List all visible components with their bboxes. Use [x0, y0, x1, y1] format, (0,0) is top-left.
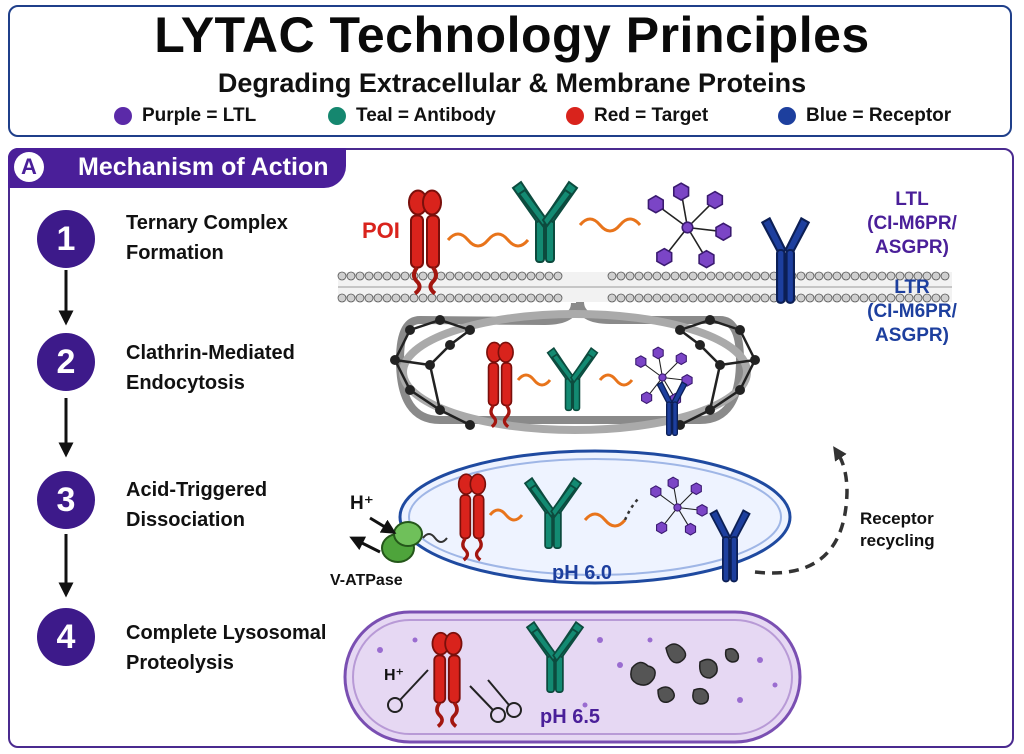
- lysosome-particles: [377, 637, 778, 708]
- panel-letter-badge: A: [14, 152, 44, 182]
- ltl-ligand-icon: [647, 182, 732, 269]
- step-1-label: Ternary Complex Formation: [126, 208, 346, 268]
- teal-dot-icon: [328, 107, 346, 125]
- legend-item-target: Red = Target: [566, 105, 708, 127]
- step-3-label: Acid-Triggered Dissociation: [126, 475, 346, 535]
- red-dot-icon: [566, 107, 584, 125]
- linker-1: [446, 232, 530, 248]
- poi-label: POI: [362, 218, 400, 243]
- step-3-line2: Dissociation: [126, 509, 245, 531]
- purple-dot-icon: [114, 107, 132, 125]
- receptor-recycling-arrow: [754, 446, 849, 575]
- ltl-label-line2: (CI-M6PR/: [867, 213, 957, 234]
- ltr-label-line3: ASGPR): [875, 325, 949, 346]
- linker-6: [583, 512, 627, 528]
- lysosome-ph-label: pH 6.5: [540, 706, 601, 728]
- step-4-line2: Proteolysis: [126, 652, 234, 674]
- legend-item-ltl: Purple = LTL: [114, 105, 256, 127]
- step-2-line2: Endocytosis: [126, 372, 245, 394]
- legend-label: Blue = Receptor: [806, 105, 952, 126]
- page-title: LYTAC Technology Principles: [154, 7, 870, 63]
- peptide-fragments-icon: [630, 643, 740, 705]
- cell-membrane: /* placeholder - no script in svg */: [337, 271, 952, 303]
- endosome: [398, 449, 792, 585]
- recycling-line1: Receptor: [860, 509, 934, 528]
- proton-label: H⁺: [350, 493, 374, 514]
- linker-4: [598, 373, 634, 387]
- linker-2: [578, 217, 642, 233]
- ltr-label-line2: (CI-M6PR/: [867, 301, 957, 322]
- scissors-icon: [387, 669, 522, 723]
- step-3-badge: 3: [37, 471, 95, 529]
- ltl-label: LTL (CI-M6PR/ ASGPR): [866, 188, 958, 260]
- linker-3: [516, 373, 552, 387]
- legend-label: Purple = LTL: [142, 105, 257, 126]
- antibody-icon: [546, 347, 599, 412]
- recycling-line2: recycling: [860, 531, 935, 550]
- ltl-label-line3: ASGPR): [875, 237, 949, 258]
- legend-label: Red = Target: [594, 105, 709, 126]
- step-1-badge: 1: [37, 210, 95, 268]
- target-protein-icon: [485, 340, 515, 429]
- step-1-line1: Ternary Complex: [126, 212, 288, 234]
- legend-item-receptor: Blue = Receptor: [778, 105, 951, 127]
- step-2-badge: 2: [37, 333, 95, 391]
- panel-tab: [8, 148, 346, 188]
- legend-label: Teal = Antibody: [356, 105, 496, 126]
- antibody-icon: [512, 181, 578, 263]
- page-subtitle: Degrading Extracellular & Membrane Prote…: [217, 68, 807, 98]
- v-atpase-icon: [381, 521, 423, 563]
- lysosome-proton-label: H⁺: [384, 667, 404, 684]
- header-box: [8, 5, 1012, 137]
- panel-title: Mechanism of Action: [78, 153, 329, 181]
- ltr-label: LTR (CI-M6PR/ ASGPR): [866, 276, 958, 348]
- step-2-label: Clathrin-Mediated Endocytosis: [126, 338, 346, 398]
- blue-dot-icon: [778, 107, 796, 125]
- step-1-line2: Formation: [126, 242, 224, 264]
- ltr-label-line1: LTR: [894, 277, 930, 298]
- step-4-label: Complete Lysosomal Proteolysis: [126, 618, 346, 678]
- v-atpase-label: V-ATPase: [330, 572, 403, 589]
- step-2-line1: Clathrin-Mediated: [126, 342, 295, 364]
- receptor-recycling-label: Receptor recycling: [860, 508, 935, 552]
- step-4-line1: Complete Lysosomal: [126, 622, 327, 644]
- step-3-line1: Acid-Triggered: [126, 479, 268, 501]
- legend-item-antibody: Teal = Antibody: [328, 105, 496, 127]
- step-4-badge: 4: [37, 608, 95, 666]
- ltl-label-line1: LTL: [895, 189, 929, 210]
- endosome-ph-label: pH 6.0: [552, 562, 613, 584]
- linker-5: [488, 508, 524, 522]
